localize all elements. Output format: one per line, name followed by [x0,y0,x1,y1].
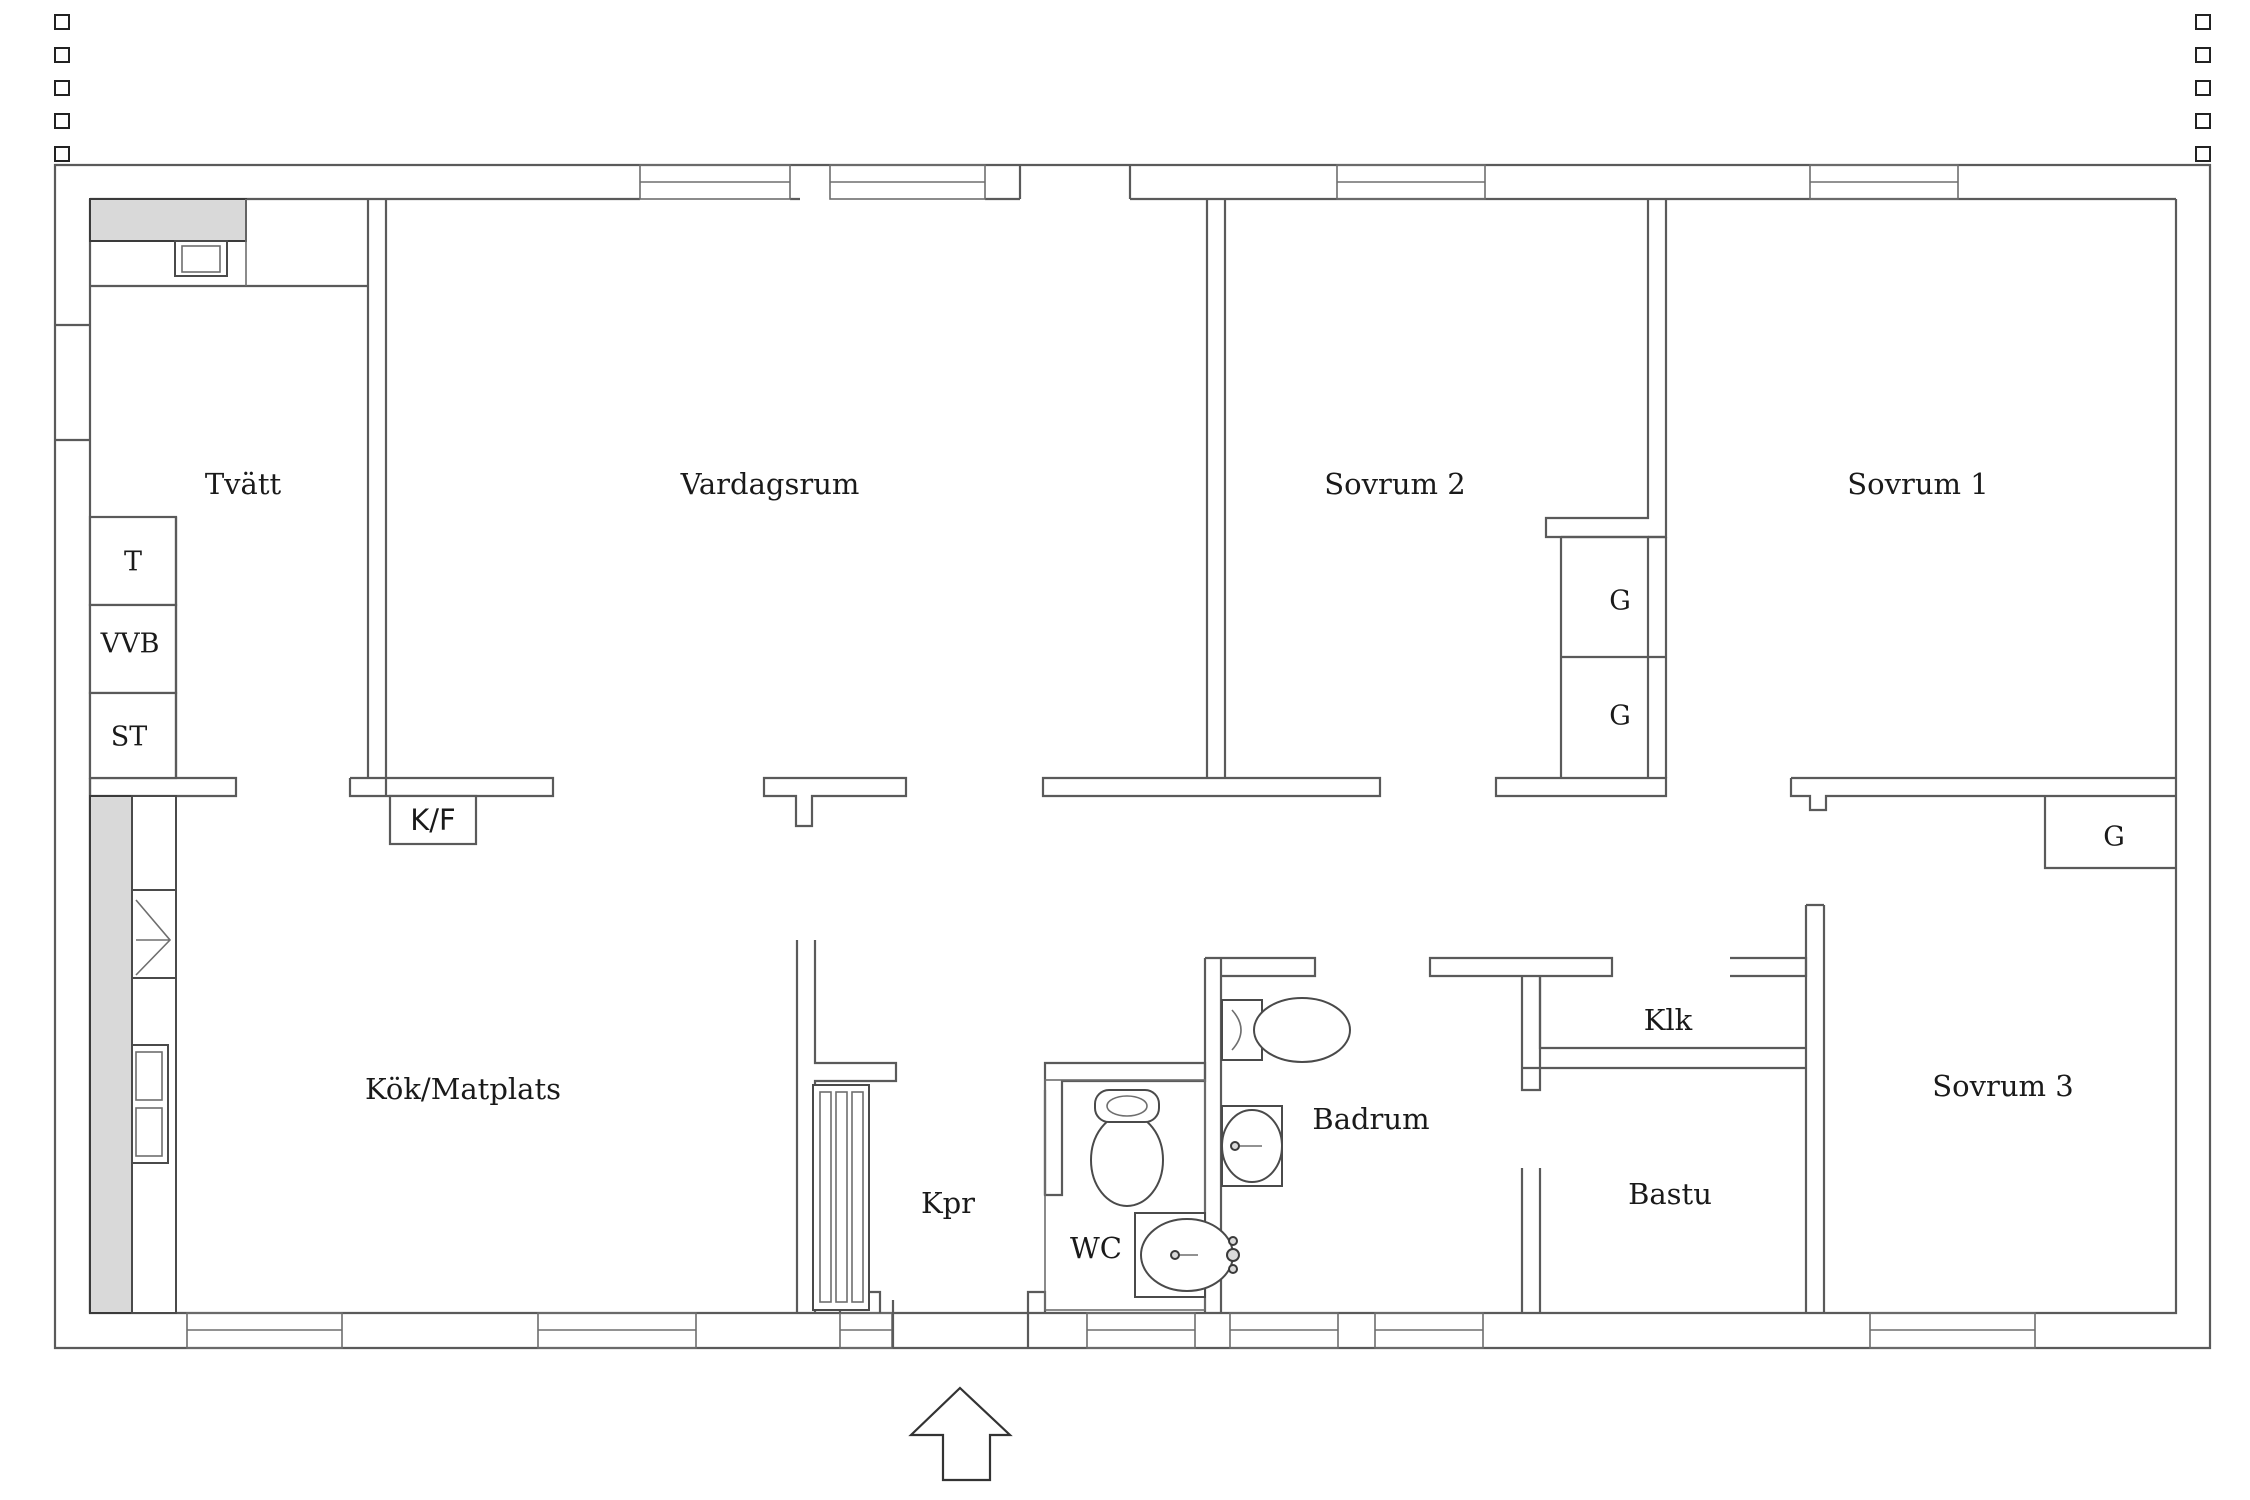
room-label-wc: WC [1070,1231,1122,1265]
windows-top [639,164,1959,200]
label-fridge-freezer: K/F [410,803,455,837]
entrance-arrow-icon [908,1386,1013,1482]
room-label-sovrum2: Sovrum 2 [1324,467,1465,501]
room-label-sovrum1: Sovrum 1 [1847,467,1988,501]
wc-fixtures [1043,1079,1240,1311]
room-label-klk: Klk [1644,1003,1693,1037]
kitchen-counter [89,795,177,1314]
laundry-appliances [88,515,178,780]
room-label-kok: Kök/Matplats [365,1072,561,1106]
dryer-cabinet [88,515,178,607]
label-wardrobe-3: G [2103,822,2125,853]
room-label-kpr: Kpr [921,1186,975,1220]
label-wardrobe-1: G [1609,586,1631,617]
laundry-sink [89,198,247,286]
fridge-freezer [388,794,478,846]
room-label-tvatt: Tvätt [205,467,282,501]
label-water-heater: VVB [100,629,160,660]
label-dryer: T [124,547,142,578]
corner-marks-left [54,14,70,162]
corner-marks-right [2195,14,2211,162]
room-label-bastu: Bastu [1628,1177,1712,1211]
toilet-bowl-icon [1090,1113,1164,1207]
hall-radiator [812,1084,870,1311]
label-washer: ST [111,722,148,753]
room-label-badrum: Badrum [1312,1102,1429,1136]
label-wardrobe-2: G [1609,701,1631,732]
bathroom-toilet-icon [1253,997,1351,1063]
room-label-sovrum3: Sovrum 3 [1932,1069,2073,1103]
bathroom-fixtures [1221,997,1351,1187]
room-label-vardagsrum: Vardagsrum [680,467,860,501]
toilet-tank-icon [1094,1089,1160,1123]
windows-bottom [186,1312,2036,1349]
